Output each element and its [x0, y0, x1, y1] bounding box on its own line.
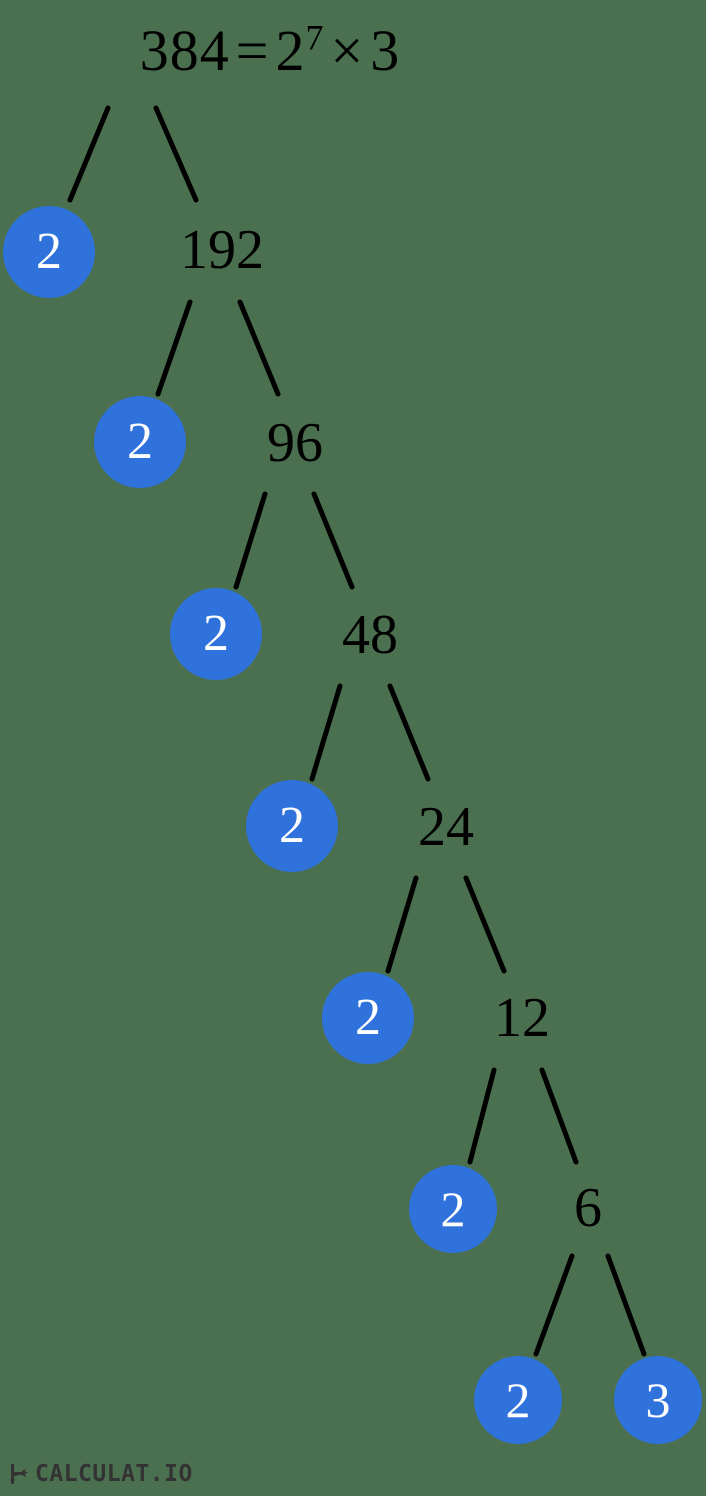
tree-edge — [463, 875, 507, 974]
tree-edge — [387, 683, 431, 782]
tree-edge — [467, 1067, 497, 1165]
tree-edge — [155, 299, 193, 397]
tree-edge — [67, 105, 111, 203]
title-factor: 3 — [370, 18, 401, 83]
tree-edge — [309, 683, 343, 782]
tree-edge — [153, 105, 199, 203]
title-base: 2 — [275, 18, 306, 83]
prime-factor-node: 3 — [614, 1356, 702, 1444]
tree-edge — [539, 1067, 579, 1165]
tree-edge — [237, 299, 281, 397]
prime-factor-node: 2 — [474, 1356, 562, 1444]
rocket-icon — [10, 1464, 28, 1484]
tree-edge — [533, 1253, 575, 1357]
composite-node: 6 — [574, 1177, 602, 1239]
title-number: 384 — [139, 18, 230, 83]
site-logo[interactable]: CALCULAT.IO — [8, 1462, 193, 1486]
logo-text: CALCULAT.IO — [35, 1460, 193, 1487]
prime-factor-node: 2 — [246, 780, 338, 872]
title-equals: = — [235, 18, 270, 83]
composite-node: 192 — [180, 219, 264, 281]
prime-factor-node: 2 — [322, 972, 414, 1064]
tree-edge — [233, 491, 268, 590]
prime-factor-node: 2 — [3, 206, 95, 298]
composite-node: 96 — [267, 412, 323, 474]
composite-node: 12 — [494, 987, 550, 1049]
composite-node: 48 — [342, 604, 398, 666]
tree-edge — [385, 875, 419, 974]
tree-edge — [605, 1253, 647, 1357]
title-times: × — [330, 18, 365, 83]
composite-node: 24 — [418, 796, 474, 858]
prime-factor-node: 2 — [170, 588, 262, 680]
page-title: 384=27×3 — [0, 20, 540, 80]
prime-factor-node: 2 — [409, 1165, 497, 1253]
title-exponent: 7 — [305, 17, 325, 58]
prime-factor-node: 2 — [94, 396, 186, 488]
tree-edge — [311, 491, 355, 590]
